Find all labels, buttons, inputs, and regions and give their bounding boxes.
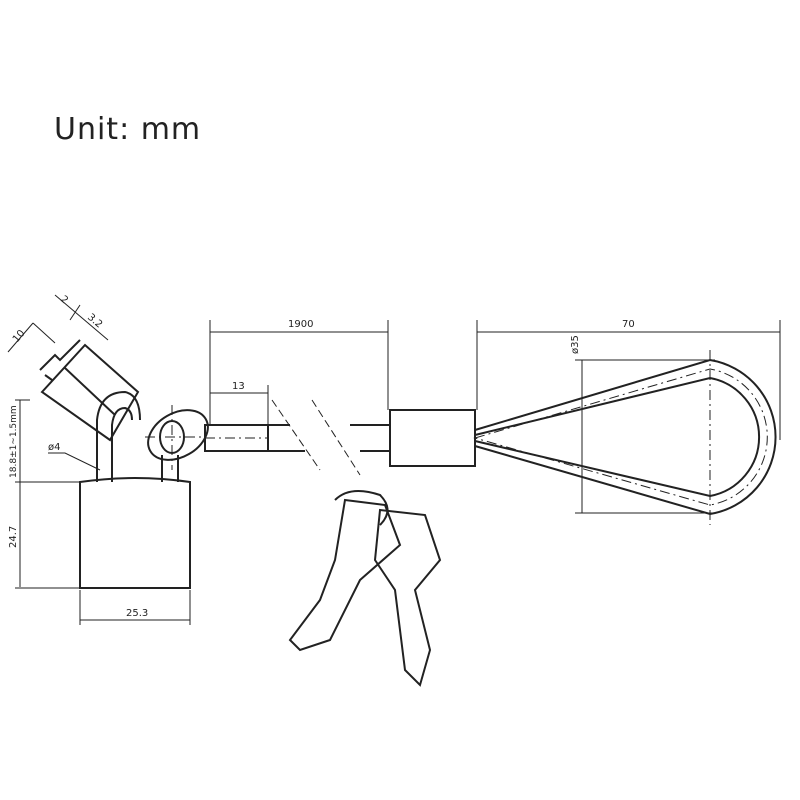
shackle-clearance-label: 18.8±1~1.5mm: [9, 405, 19, 478]
body-height-label: 24.7: [8, 526, 19, 548]
dimension-lines: [7, 294, 781, 625]
steel-cable: [204, 350, 777, 525]
unit-label: Unit: mm: [54, 112, 202, 147]
cable-length-label: 1900: [288, 319, 313, 330]
loop-diameter-label: ø35: [570, 335, 581, 354]
sleeve-length-label: 13: [232, 381, 245, 392]
cylinder-length-label: 10: [11, 328, 28, 345]
loop-length-label: 70: [622, 319, 635, 330]
padlock: [39, 339, 209, 589]
key-slot-label: 2: [58, 294, 70, 307]
keys: [288, 490, 442, 687]
body-width-label: 25.3: [126, 608, 148, 619]
shackle-diameter-label: ø4: [48, 442, 60, 453]
cylinder-width-label: 3.2: [85, 312, 104, 331]
